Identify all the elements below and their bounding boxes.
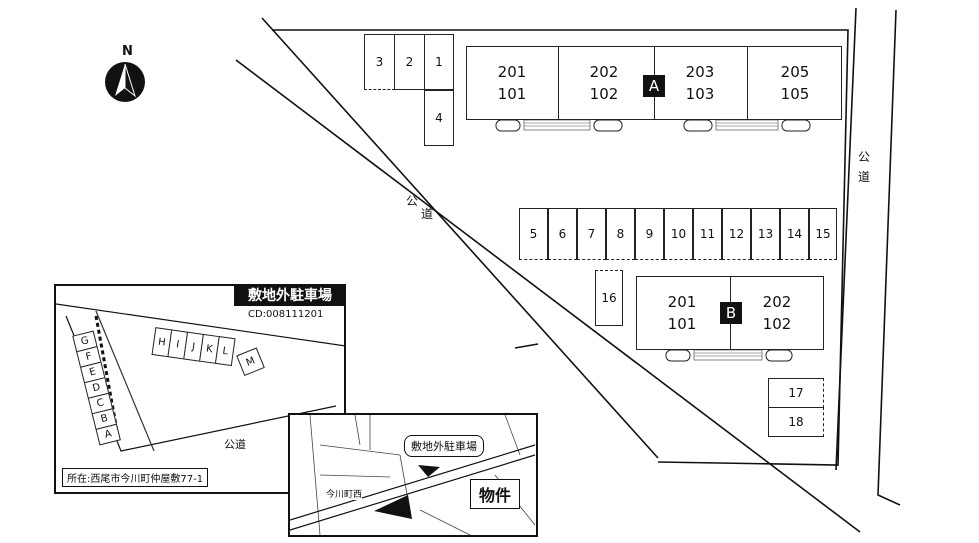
offsite-title: 敷地外駐車場 [234,286,344,306]
parking-slot: 5 [519,208,548,260]
site-boundary [272,29,849,466]
parking-slot: 3 [364,34,395,90]
property-label: 物件 [470,479,521,509]
parking-slot: A [95,423,121,446]
parking-slot: 8 [606,208,635,260]
parking-row: 5 6 7 8 9 10 11 12 13 14 15 [519,208,837,260]
parking-slot: 11 [693,208,722,260]
parking-slot: 12 [722,208,751,260]
building-a-balconies [495,119,811,132]
parking-slot: 2 [394,34,425,90]
parking-slot: 14 [780,208,809,260]
road-label-right: 公 [858,150,871,164]
building-b-balconies [665,349,793,362]
parking-slot: 13 [751,208,780,260]
intersection-label: 今川町西 [326,487,363,500]
north-label: N [122,44,133,59]
parking-slot: 9 [635,208,664,260]
building-b-badge: B [720,302,742,324]
offsite-code: CD:008111201 [248,309,324,320]
right-road-edge [877,9,901,506]
parking-slot: 16 [595,270,623,326]
parking-slot: 10 [664,208,693,260]
property-marker [374,495,412,519]
road-label-diagonal-2: 道 [421,207,434,221]
parking-slot: 7 [577,208,606,260]
road-label-right-2: 道 [858,170,871,184]
road-edge-lower [235,59,861,533]
road-edge-upper [261,17,659,459]
north-arrow-icon [105,62,145,102]
location-callout: 敷地外駐車場 [404,435,484,457]
parking-slot: 15 [809,208,837,260]
parking-slot: 17 [768,378,824,408]
parking-slot: 6 [548,208,577,260]
road-label-diagonal: 公 [406,194,419,208]
parking-slot: 4 [424,90,454,146]
offsite-address: 所在:西尾市今川町仲屋敷77-1 [62,468,209,487]
parking-slot: 1 [424,34,454,90]
parking-slot: L [214,336,236,367]
building-a-badge: A [643,75,665,97]
north-arrow: N [100,44,150,106]
parking-slot: 18 [768,407,824,437]
offsite-road-label: 公道 [224,438,246,451]
location-inset: 敷地外駐車場 物件 今川町西 [288,413,538,537]
offsite-marker [418,465,440,477]
parking-slot: M [236,347,265,377]
parking-top-group: 3 2 1 [364,34,454,90]
